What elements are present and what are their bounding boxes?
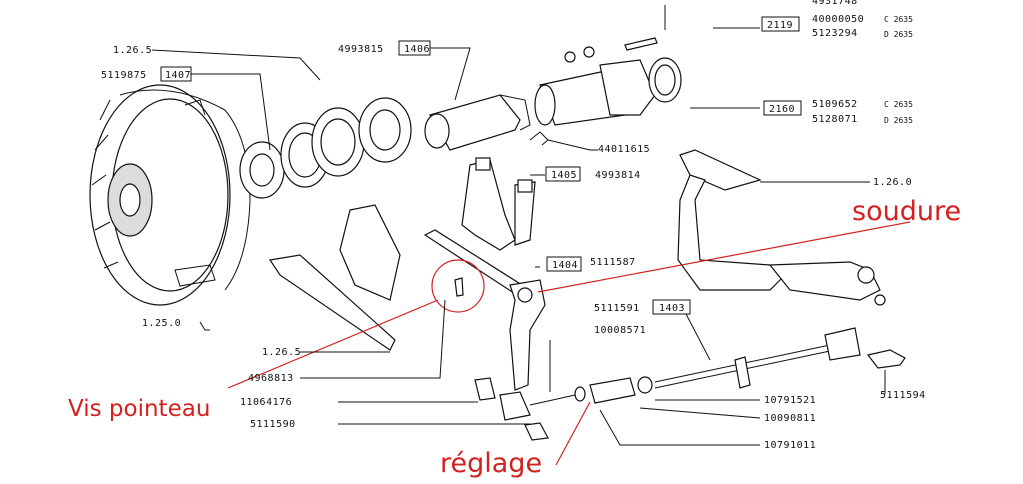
- label-1403: 1403: [659, 303, 685, 314]
- spring-clip: [529, 131, 549, 146]
- clutch-lever: [509, 279, 546, 391]
- reglage-pointer: [555, 401, 591, 466]
- label-5128071: 5128071: [812, 114, 858, 125]
- label-11064176: 11064176: [240, 397, 292, 408]
- label-1-26-5-top: 1.26.5: [113, 45, 152, 56]
- release-fork: [461, 157, 536, 251]
- label-5111590: 5111590: [250, 419, 296, 430]
- label-2160: 2160: [769, 104, 795, 115]
- ref-box-2119: [761, 16, 800, 32]
- label-1-26-5-bottom: 1.26.5: [262, 347, 301, 358]
- label-d2635-b: D 2635: [884, 116, 913, 125]
- ref-box-1403: [652, 299, 691, 315]
- clutch-pedal: [677, 149, 886, 306]
- soudure-pointer: [537, 221, 911, 293]
- ref-box-1404: [546, 256, 582, 272]
- annotation-reglage: réglage: [440, 448, 542, 479]
- label-5119875: 5119875: [101, 70, 147, 81]
- label-4993814: 4993814: [595, 170, 641, 181]
- label-4993815: 4993815: [338, 44, 384, 55]
- annotation-vis-pointeau: Vis pointeau: [68, 396, 210, 422]
- leader-lines: [151, 5, 886, 446]
- ref-box-1406: [398, 40, 431, 56]
- label-10791521: 10791521: [764, 395, 816, 406]
- label-10090811: 10090811: [764, 413, 816, 424]
- label-10791011: 10791011: [764, 440, 816, 451]
- label-1406: 1406: [404, 44, 430, 55]
- label-10008571: 10008571: [594, 325, 646, 336]
- label-1404: 1404: [552, 260, 578, 271]
- shaft-assembly: [268, 204, 532, 351]
- label-5111594: 5111594: [880, 390, 926, 401]
- label-1407: 1407: [165, 70, 191, 81]
- label-1-25-0: 1.25.0: [142, 318, 181, 329]
- label-d2635-a: D 2635: [884, 30, 913, 39]
- adjust-rod: [474, 327, 906, 441]
- ref-box-1405: [545, 166, 581, 182]
- label-44011615: 44011615: [598, 144, 650, 155]
- vis-pointeau-pointer: [227, 299, 439, 389]
- guide-sleeve: [424, 94, 531, 151]
- bearing-rings: [239, 97, 412, 199]
- label-1405: 1405: [551, 170, 577, 181]
- label-5109652: 5109652: [812, 99, 858, 110]
- bearing-carrier: [534, 57, 682, 126]
- clutch-housing: [89, 84, 251, 306]
- label-5123294: 5123294: [812, 28, 858, 39]
- label-40000050: 40000050: [812, 14, 864, 25]
- red-annotations: [227, 221, 911, 466]
- label-top-cut: 4931748: [812, 0, 858, 7]
- screw-highlight-circle: [431, 259, 485, 313]
- annotation-soudure: soudure: [852, 196, 961, 227]
- label-5111591: 5111591: [594, 303, 640, 314]
- label-c2635-b: C 2635: [884, 100, 913, 109]
- label-c2635-a: C 2635: [884, 15, 913, 24]
- ref-box-2160: [763, 100, 802, 116]
- small-hardware-top: [564, 37, 658, 63]
- label-5111587: 5111587: [590, 257, 636, 268]
- label-1-26-0: 1.26.0: [873, 177, 912, 188]
- label-2119: 2119: [767, 20, 793, 31]
- label-4968813: 4968813: [248, 373, 294, 384]
- ref-box-1407: [160, 66, 192, 82]
